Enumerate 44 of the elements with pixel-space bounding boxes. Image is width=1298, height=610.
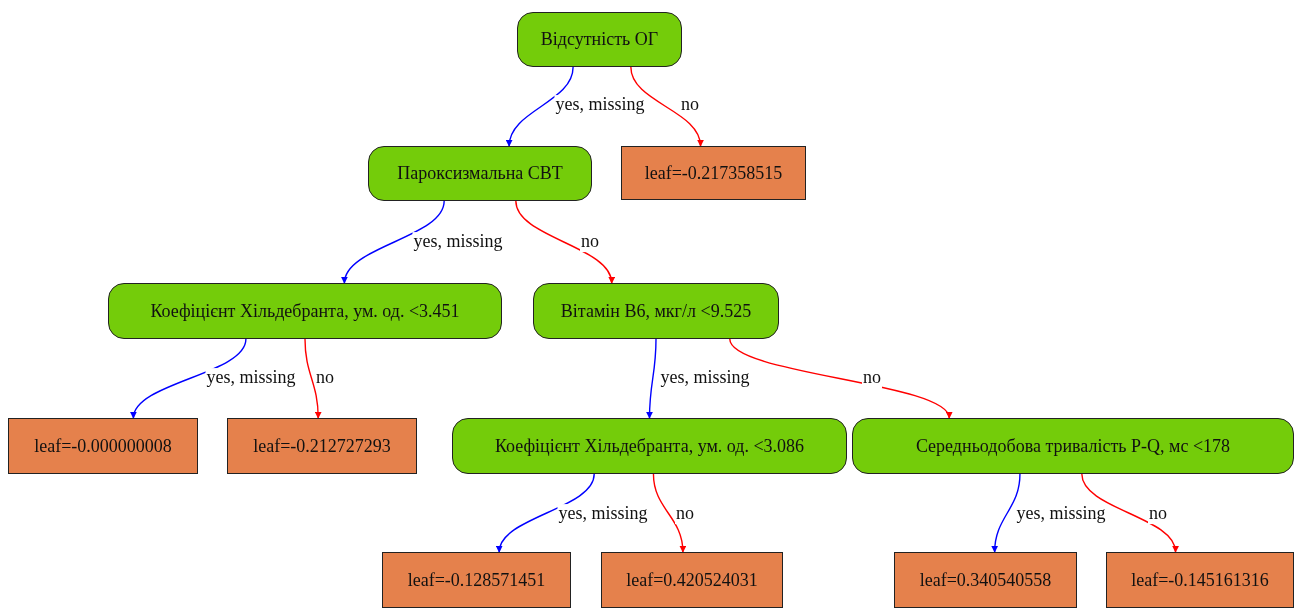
edge-label: yes, missing [412, 232, 504, 252]
node-text: Пароксизмальна СВТ [397, 163, 563, 184]
arrow [729, 338, 950, 419]
leaf-box [8, 418, 198, 474]
leaf-box [382, 552, 571, 608]
arrow [646, 338, 657, 419]
node-text: leaf=-0.128571451 [407, 569, 546, 591]
arrow [497, 473, 595, 553]
edge-label: yes, missing [659, 368, 751, 388]
arrow [342, 200, 445, 284]
node-text: leaf=-0.000000008 [34, 435, 172, 457]
leaf-box [227, 418, 417, 474]
decision-box [452, 418, 847, 474]
node-text: Вітамін В6, мкг/л <9.525 [560, 300, 752, 322]
node-text: Коефіцієнт Хільдебранта, ум. од. <3.086 [494, 435, 805, 457]
edge-label: yes, missing [205, 368, 297, 388]
decision-box [108, 283, 502, 339]
node-text: leaf=-0.145161316 [1131, 569, 1269, 591]
decision-box [852, 418, 1294, 474]
decision-box [533, 283, 779, 339]
decision-box [368, 146, 592, 201]
edge-label: yes, missing [554, 95, 646, 115]
arrow [506, 66, 574, 147]
arrow [652, 473, 686, 553]
arrow [515, 200, 614, 284]
node-text: leaf=-0.217358515 [644, 162, 783, 184]
arrow [630, 66, 703, 147]
arrow [991, 473, 1021, 553]
leaf-box [894, 552, 1077, 608]
node-text: Коефіцієнт Хільдебранта, ум. од. <3.451 [150, 300, 460, 322]
node-text: leaf=0.340540558 [919, 569, 1052, 591]
arrow [131, 338, 247, 419]
leaf-box [621, 146, 806, 200]
arrow [1081, 473, 1178, 553]
node-text: Відсутність ОГ [540, 29, 659, 50]
leaf-box [601, 552, 783, 608]
edge-label: yes, missing [1015, 504, 1107, 524]
arrow [304, 338, 322, 419]
leaf-box [1106, 552, 1294, 608]
node-text: leaf=0.420524031 [626, 569, 758, 591]
edge-label: yes, missing [557, 504, 649, 524]
node-text: Середньодобова тривалість P-Q, мс <178 [915, 435, 1231, 457]
decision-box [517, 12, 682, 67]
node-text: leaf=-0.212727293 [253, 435, 391, 457]
